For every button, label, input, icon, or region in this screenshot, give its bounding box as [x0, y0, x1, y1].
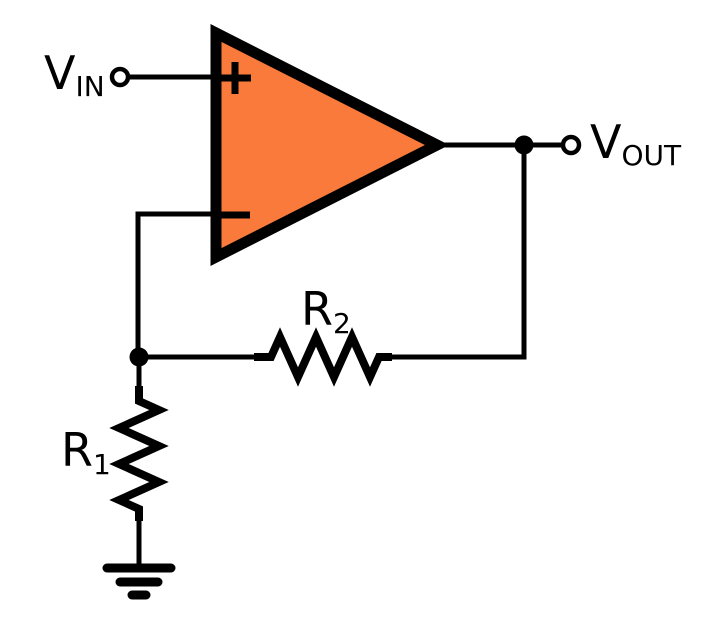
r2-label: R2 [301, 282, 351, 340]
resistor-r1-symbol [109, 386, 169, 521]
junction-dot-output [514, 135, 534, 155]
vout-label: VOUT [590, 115, 682, 172]
opamp-triangle [210, 24, 450, 266]
r1-label: R1 [61, 423, 111, 481]
wire-output-feedback [392, 145, 527, 360]
ground-icon [102, 563, 176, 600]
plus-icon [220, 62, 251, 94]
vin-terminal [109, 66, 131, 88]
resistor-r2-symbol [254, 327, 392, 387]
wire-inverting-input-to-junction [135, 211, 216, 357]
vout-terminal [560, 134, 582, 156]
junction-dot-feedback [129, 347, 149, 367]
vin-label: VIN [44, 46, 105, 103]
